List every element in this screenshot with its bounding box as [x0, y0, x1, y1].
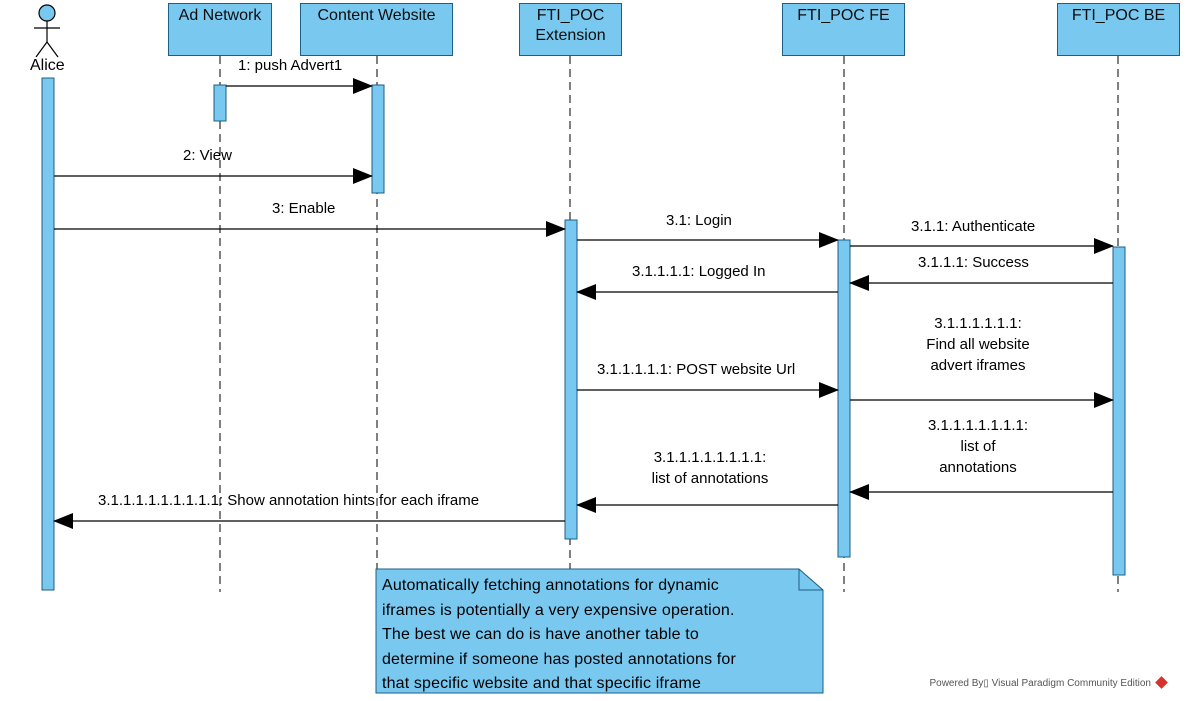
activation-bars — [41, 77, 1126, 591]
message-line: list of annotations — [651, 470, 769, 487]
footer-text: Powered By▯ Visual Paradigm Community Ed… — [929, 678, 1151, 689]
message-line: 3.1.1.1.1.1.1.1: — [927, 417, 1029, 434]
lifeline-label: Content Website — [317, 7, 436, 24]
message-line: Find all website — [926, 336, 1030, 353]
lifeline-label: Ad Network — [178, 7, 262, 24]
message-label-show: 3.1.1.1.1.1.1.1.1.1: Show annotation hin… — [98, 492, 480, 509]
message-label-m3: 3: Enable — [272, 200, 336, 217]
message-line: advert iframes — [930, 357, 1026, 374]
message-line: list of — [960, 438, 996, 455]
note-shape — [375, 568, 824, 694]
message-label-m3111: 3.1.1.1: Success — [918, 254, 1029, 271]
message-label-m311: 3.1.1: Authenticate — [911, 218, 1036, 235]
activation-extension — [564, 219, 578, 540]
lifeline-label: FTI_POC FE — [797, 7, 890, 24]
note-line: The best we can do is have another table… — [382, 626, 699, 643]
message-label-m2: 2: View — [183, 147, 232, 164]
lifeline-ad-network: Ad Network — [168, 3, 272, 56]
actor-figure — [34, 4, 60, 58]
lifeline-label: FTI_POC BE — [1071, 7, 1166, 24]
message-arrows — [53, 78, 1114, 529]
activation-content-website — [371, 84, 385, 194]
lifeline-fti-poc-fe: FTI_POC FE — [782, 3, 905, 56]
message-line: 3.1.1.1.1.1.1: — [934, 315, 1022, 332]
message-line: annotations — [939, 459, 1017, 476]
message-label-find: 3.1.1.1.1.1.1: Find all website advert i… — [900, 313, 1056, 376]
message-label-list-be: 3.1.1.1.1.1.1.1: list of annotations — [900, 415, 1056, 478]
lifeline-fti-poc-extension: FTI_POC Extension — [519, 3, 622, 56]
note-text: Automatically fetching annotations for d… — [376, 569, 823, 693]
actor-label: Alice — [30, 57, 65, 74]
lifeline-label-line: FTI_POC — [536, 7, 605, 24]
note-line: that specific website and that specific … — [382, 675, 702, 692]
activation-ad-network — [213, 84, 227, 122]
lifeline-fti-poc-be: FTI_POC BE — [1057, 3, 1180, 56]
message-label-list-fe: 3.1.1.1.1.1.1.1.1: list of annotations — [620, 447, 800, 489]
lifeline-label-line: Extension — [535, 27, 606, 44]
note-line: Automatically fetching annotations for d… — [382, 577, 719, 594]
activation-alice — [41, 77, 55, 591]
note-line: iframes is potentially a very expensive … — [382, 601, 735, 619]
message-label-m31: 3.1: Login — [666, 212, 732, 229]
lifeline-content-website: Content Website — [300, 3, 453, 56]
message-label-m1: 1: push Advert1 — [238, 57, 343, 74]
activation-fe — [837, 239, 851, 558]
activation-be — [1112, 246, 1126, 576]
visual-paradigm-logo-icon — [1155, 676, 1168, 689]
message-label-m31111: 3.1.1.1.1: Logged In — [632, 263, 766, 280]
message-label-post: 3.1.1.1.1.1: POST website Url — [597, 361, 796, 378]
footer-watermark: Powered By▯ Visual Paradigm Community Ed… — [929, 676, 1168, 689]
note-line: determine if someone has posted annotati… — [382, 650, 736, 668]
message-line: 3.1.1.1.1.1.1.1.1: — [653, 449, 767, 466]
